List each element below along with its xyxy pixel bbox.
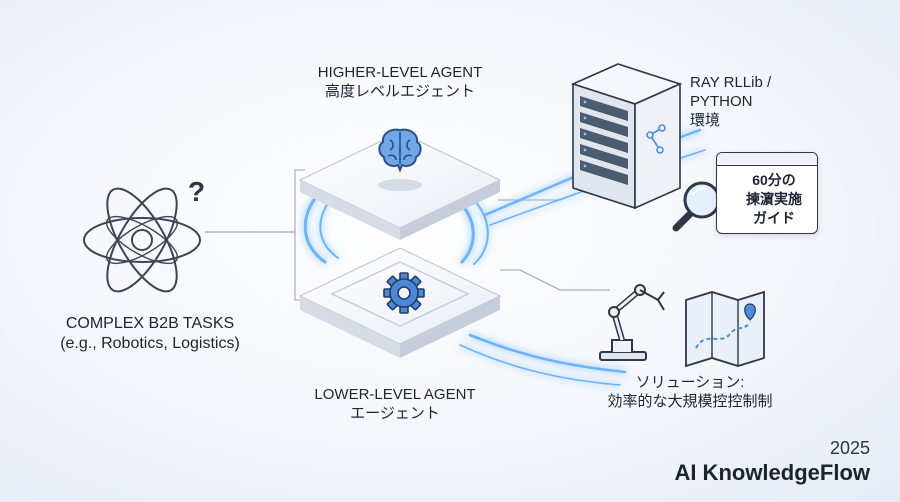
lower-agent-label: LOWER-LEVEL AGENT エージェント bbox=[290, 386, 500, 424]
footer-brand: AI KnowledgeFlow bbox=[674, 460, 870, 485]
solution-label: ソリューション: 効率的な大規模控控制制 bbox=[565, 374, 815, 412]
environment-line1: RAY RLLib / bbox=[690, 74, 772, 91]
higher-agent-title: HIGHER-LEVEL AGENT bbox=[317, 64, 483, 81]
complex-tasks-examples: (e.g., Robotics, Logistics) bbox=[60, 335, 240, 352]
complex-tasks-label: COMPLEX B2B TASKS (e.g., Robotics, Logis… bbox=[20, 314, 280, 354]
magnifier-icon bbox=[672, 181, 721, 232]
solution-description: 効率的な大規模控控制制 bbox=[607, 392, 773, 410]
higher-agent-label: HIGHER-LEVEL AGENT 高度レベルエジェント bbox=[300, 64, 500, 102]
footer-year: 2025 bbox=[829, 438, 870, 458]
guide-text: 60分の 揀濵実施 ガイド bbox=[735, 171, 813, 228]
higher-agent-subtitle: 高度レベルエジェント bbox=[324, 82, 475, 100]
question-mark-icon: ? bbox=[188, 176, 206, 207]
lower-agent-subtitle: エージェント bbox=[350, 404, 440, 422]
environment-line2: PYTHON bbox=[690, 92, 753, 110]
robot-arm-icon bbox=[599, 284, 665, 361]
environment-label: RAY RLLib / PYTHON 環境 bbox=[690, 74, 820, 130]
guide-line2: 揀濵実施 bbox=[746, 190, 802, 207]
map-icon bbox=[685, 290, 765, 368]
gear-icon bbox=[383, 272, 425, 314]
atom-icon bbox=[83, 187, 201, 293]
solution-title: ソリューション: bbox=[635, 374, 745, 391]
environment-line3: 環境 bbox=[690, 111, 721, 129]
lower-agent-title: LOWER-LEVEL AGENT bbox=[314, 386, 476, 403]
guide-line1: 60分の bbox=[752, 172, 796, 188]
higher-agent-platform bbox=[298, 131, 502, 240]
guide-window: 60分の 揀濵実施 ガイド bbox=[716, 152, 818, 234]
server-icon bbox=[570, 63, 683, 210]
complex-tasks-title: COMPLEX B2B TASKS bbox=[65, 315, 235, 332]
guide-line3: ガイド bbox=[753, 209, 795, 226]
guide-window-titlebar bbox=[717, 153, 817, 166]
brain-icon bbox=[378, 128, 422, 173]
